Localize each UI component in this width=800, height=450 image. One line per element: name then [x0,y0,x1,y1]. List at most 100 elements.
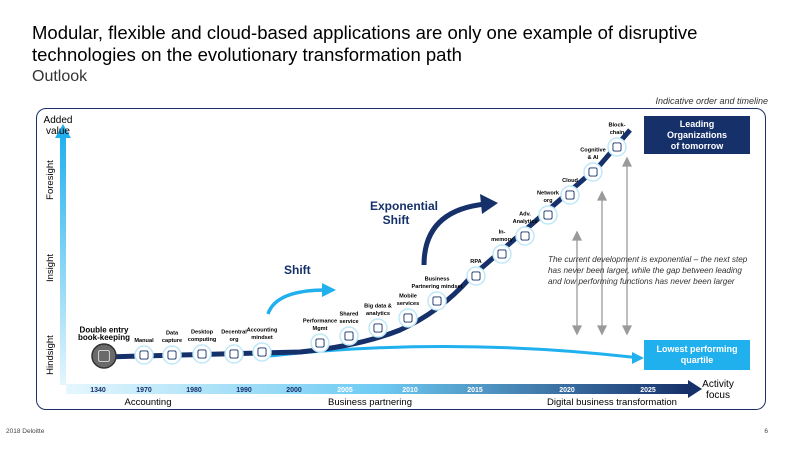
network-icon [339,326,359,346]
year-label: 2000 [286,387,302,394]
footer-page-number: 6 [764,428,768,435]
milestone-glyph [588,167,598,177]
milestone-label: org [229,337,239,343]
year-label: 2010 [402,387,418,394]
milestone-label: org [543,198,553,204]
exponential-note: The current development is exponential –… [548,255,748,286]
milestone-label: Mobile [399,294,417,300]
portrait-icon [91,343,117,369]
milestone-label: RPA [470,259,481,265]
milestone: Cloud [560,178,580,205]
milestone-label: services [397,301,419,307]
diagram-frame [36,108,766,410]
milestone-label: computing [188,337,217,343]
slide-title: Modular, flexible and cloud-based applic… [32,22,698,65]
shift-arrow [266,288,327,315]
milestone-glyph [471,271,481,281]
lowest-curve-arrowhead [632,352,644,364]
year-label: 2005 [337,387,353,394]
y-axis: Added value Foresight Insight Hindsight [44,115,73,385]
milestone-glyph [257,347,267,357]
gauge-icon [515,226,535,246]
person-icon [427,291,447,311]
year-label: 2020 [559,387,575,394]
y-axis-label-1: Added [44,115,73,126]
x-axis-label-1: Activity [702,379,734,390]
shift-arrowhead [322,283,336,297]
year-label: 2025 [640,387,656,394]
slide-subtitle: Outlook [32,68,88,85]
milestone-label: Analytics [513,219,538,225]
mobile-icon [398,308,418,328]
milestone-glyph [197,349,207,359]
milestone-label: In- [499,230,506,236]
milestone-glyph [315,338,325,348]
y-level-hindsight: Hindsight [45,335,56,375]
milestone-label: service [339,319,358,325]
milestone-label: capture [162,338,182,344]
y-level-foresight: Foresight [45,160,56,200]
milestone-label: Mgmt [313,326,328,332]
year-label: 1980 [186,387,202,394]
lowest-line-2: quartile [680,355,714,365]
milestone-label: Cloud [562,178,578,184]
milestone-glyph [565,190,575,200]
year-label: 1340 [90,387,106,394]
milestone-glyph [432,296,442,306]
milestone: Adv.Analytics [513,212,538,246]
shift-label: Shift [284,263,311,277]
milestone: Big data &analytics [364,304,392,338]
milestone-label: Network [537,191,560,197]
leading-line-1: Leading [679,118,715,129]
milestone-label: Manual [134,338,154,344]
exponential-shift-label-1: Exponential [370,199,438,213]
desktop-icon [192,344,212,364]
list-icon [252,342,272,362]
milestone-glyph [139,350,149,360]
y-axis-label-2: value [46,126,70,137]
milestone: Cognitive& AI [580,148,606,182]
milestone-label: memory [491,237,514,243]
milestone-label: Desktop [191,330,214,336]
phase-business-partnering: Business partnering [328,397,412,408]
milestone-glyph [612,142,622,152]
milestone-label: chain [610,130,625,136]
milestone-glyph [344,331,354,341]
memory-icon [492,244,512,264]
milestone-label: Accounting [247,328,278,334]
milestone-label: book-keeping [78,333,130,342]
exponential-shift-label-2: Shift [383,213,410,227]
milestone-label: Partnering mindset [412,284,463,290]
milestone-label: Decentral [221,330,247,336]
year-label: 1970 [136,387,152,394]
year-label: 2015 [467,387,483,394]
milestone-glyph [373,323,383,333]
phase-accounting: Accounting [124,397,171,408]
x-axis-label-2: focus [706,390,730,401]
brain-icon [583,162,603,182]
milestone-glyph [167,350,177,360]
milestone-label: Cognitive [580,148,605,154]
milestone-label: Shared [340,312,360,318]
milestone: Block-chain [607,123,627,157]
milestone-label: Data [166,331,179,337]
trend-icon [310,333,330,353]
leading-line-3: of tomorrow [670,140,724,151]
milestone-glyph [98,350,110,362]
milestone: In-memory [491,230,514,264]
indicative-note: Indicative order and timeline [655,96,768,106]
lowest-line-1: Lowest performing [656,344,738,354]
milestone-label: Adv. [519,212,531,218]
evolution-path [104,128,632,360]
